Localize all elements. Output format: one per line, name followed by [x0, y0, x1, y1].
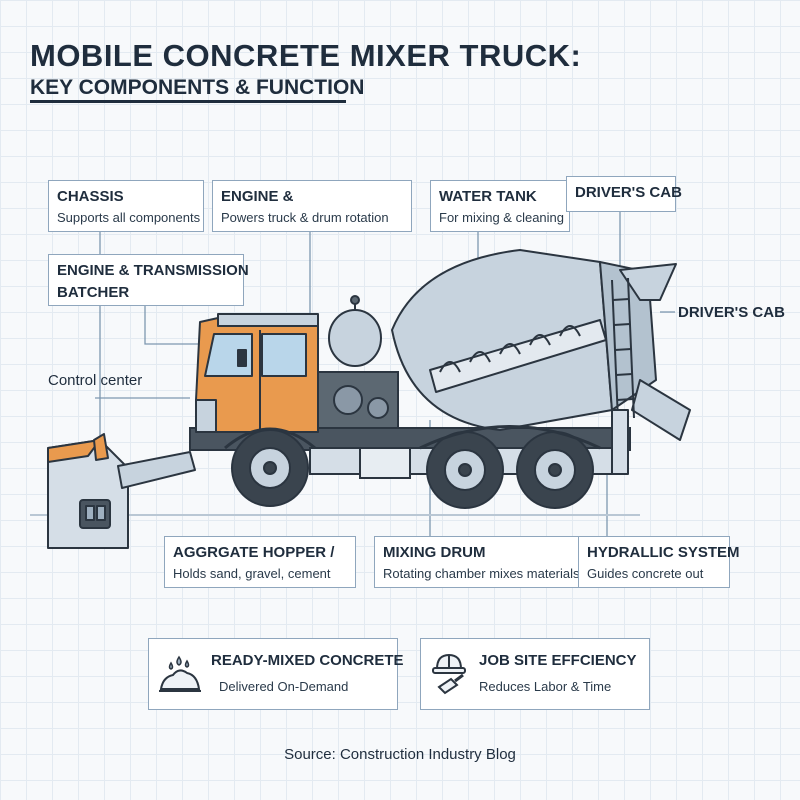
rear-mudguard — [419, 425, 601, 450]
callout-water-tank: WATER TANK For mixing & cleaning — [430, 180, 570, 232]
callout-hydraulic-system-desc: Guides concrete out — [587, 566, 704, 581]
callout-hydraulic-system-title: HYDRALLIC SYSTEM — [587, 544, 740, 561]
callout-mixing-drum: MIXING DRUM Rotating chamber mixes mater… — [374, 536, 582, 588]
benefit-job-site-title: JOB SITE EFFCIENCY — [479, 652, 637, 669]
wheel-rear-1 — [426, 431, 504, 509]
page-title: MOBILE CONCRETE MIXER TRUCK: — [30, 38, 582, 73]
wheel-front — [231, 429, 309, 507]
benefit-ready-mixed-desc: Delivered On-Demand — [219, 679, 349, 694]
callout-hydraulic-system: HYDRALLIC SYSTEM Guides concrete out — [578, 536, 740, 588]
callout-water-tank-title: WATER TANK — [439, 188, 537, 205]
callout-aggregate-hopper-desc: Holds sand, gravel, cement — [173, 566, 331, 581]
callout-aggregate-hopper-title: AGGRGATE HOPPER / — [173, 544, 335, 561]
aggregate-hopper-shape — [47, 433, 196, 549]
callout-engine: ENGINE & Powers truck & drum rotation — [212, 180, 412, 232]
callout-drivers-cab-right: DRIVER'S CAB — [678, 304, 785, 321]
callout-engine-transmission-line1: ENGINE & TRANSMISSION — [57, 262, 249, 279]
source-caption: Source: Construction Industry Blog — [284, 746, 516, 763]
hardhat-trowel-icon — [432, 653, 466, 695]
concrete-pile-icon — [159, 655, 201, 692]
callout-engine-desc: Powers truck & drum rotation — [221, 210, 389, 225]
callout-engine-transmission-line2: BATCHER — [57, 284, 130, 301]
callout-mixing-drum-desc: Rotating chamber mixes materials — [383, 566, 580, 581]
callout-drivers-cab-top: DRIVER'S CAB — [566, 176, 682, 212]
benefit-job-site: JOB SITE EFFCIENCY Reduces Labor & Time — [420, 638, 650, 710]
callout-drivers-cab-top-title: DRIVER'S CAB — [575, 184, 682, 201]
callout-chassis-desc: Supports all components — [57, 210, 201, 225]
callout-mixing-drum-title: MIXING DRUM — [383, 544, 486, 561]
callout-chassis-title: CHASSIS — [57, 188, 124, 205]
callout-engine-title: ENGINE & — [221, 188, 294, 205]
benefit-ready-mixed-title: READY-MIXED CONCRETE — [211, 652, 404, 669]
front-mudguard — [224, 427, 316, 450]
callout-water-tank-desc: For mixing & cleaning — [439, 210, 564, 225]
page-subtitle: KEY COMPONENTS & FUNCTION — [30, 76, 365, 99]
benefit-ready-mixed: READY-MIXED CONCRETE Delivered On-Demand — [148, 638, 404, 710]
callout-control-center: Control center — [48, 372, 143, 389]
subtitle-underline — [30, 100, 346, 103]
callout-engine-transmission: ENGINE & TRANSMISSION BATCHER — [48, 254, 249, 306]
callout-chassis: CHASSIS Supports all components — [48, 180, 204, 232]
callout-aggregate-hopper: AGGRGATE HOPPER / Holds sand, gravel, ce… — [164, 536, 356, 588]
drivers-cab-shape — [195, 313, 319, 433]
mixing-drum-shape — [391, 249, 691, 475]
benefit-job-site-desc: Reduces Labor & Time — [479, 679, 612, 694]
wheel-rear-2 — [516, 431, 594, 509]
engine-block-shape — [317, 295, 399, 429]
